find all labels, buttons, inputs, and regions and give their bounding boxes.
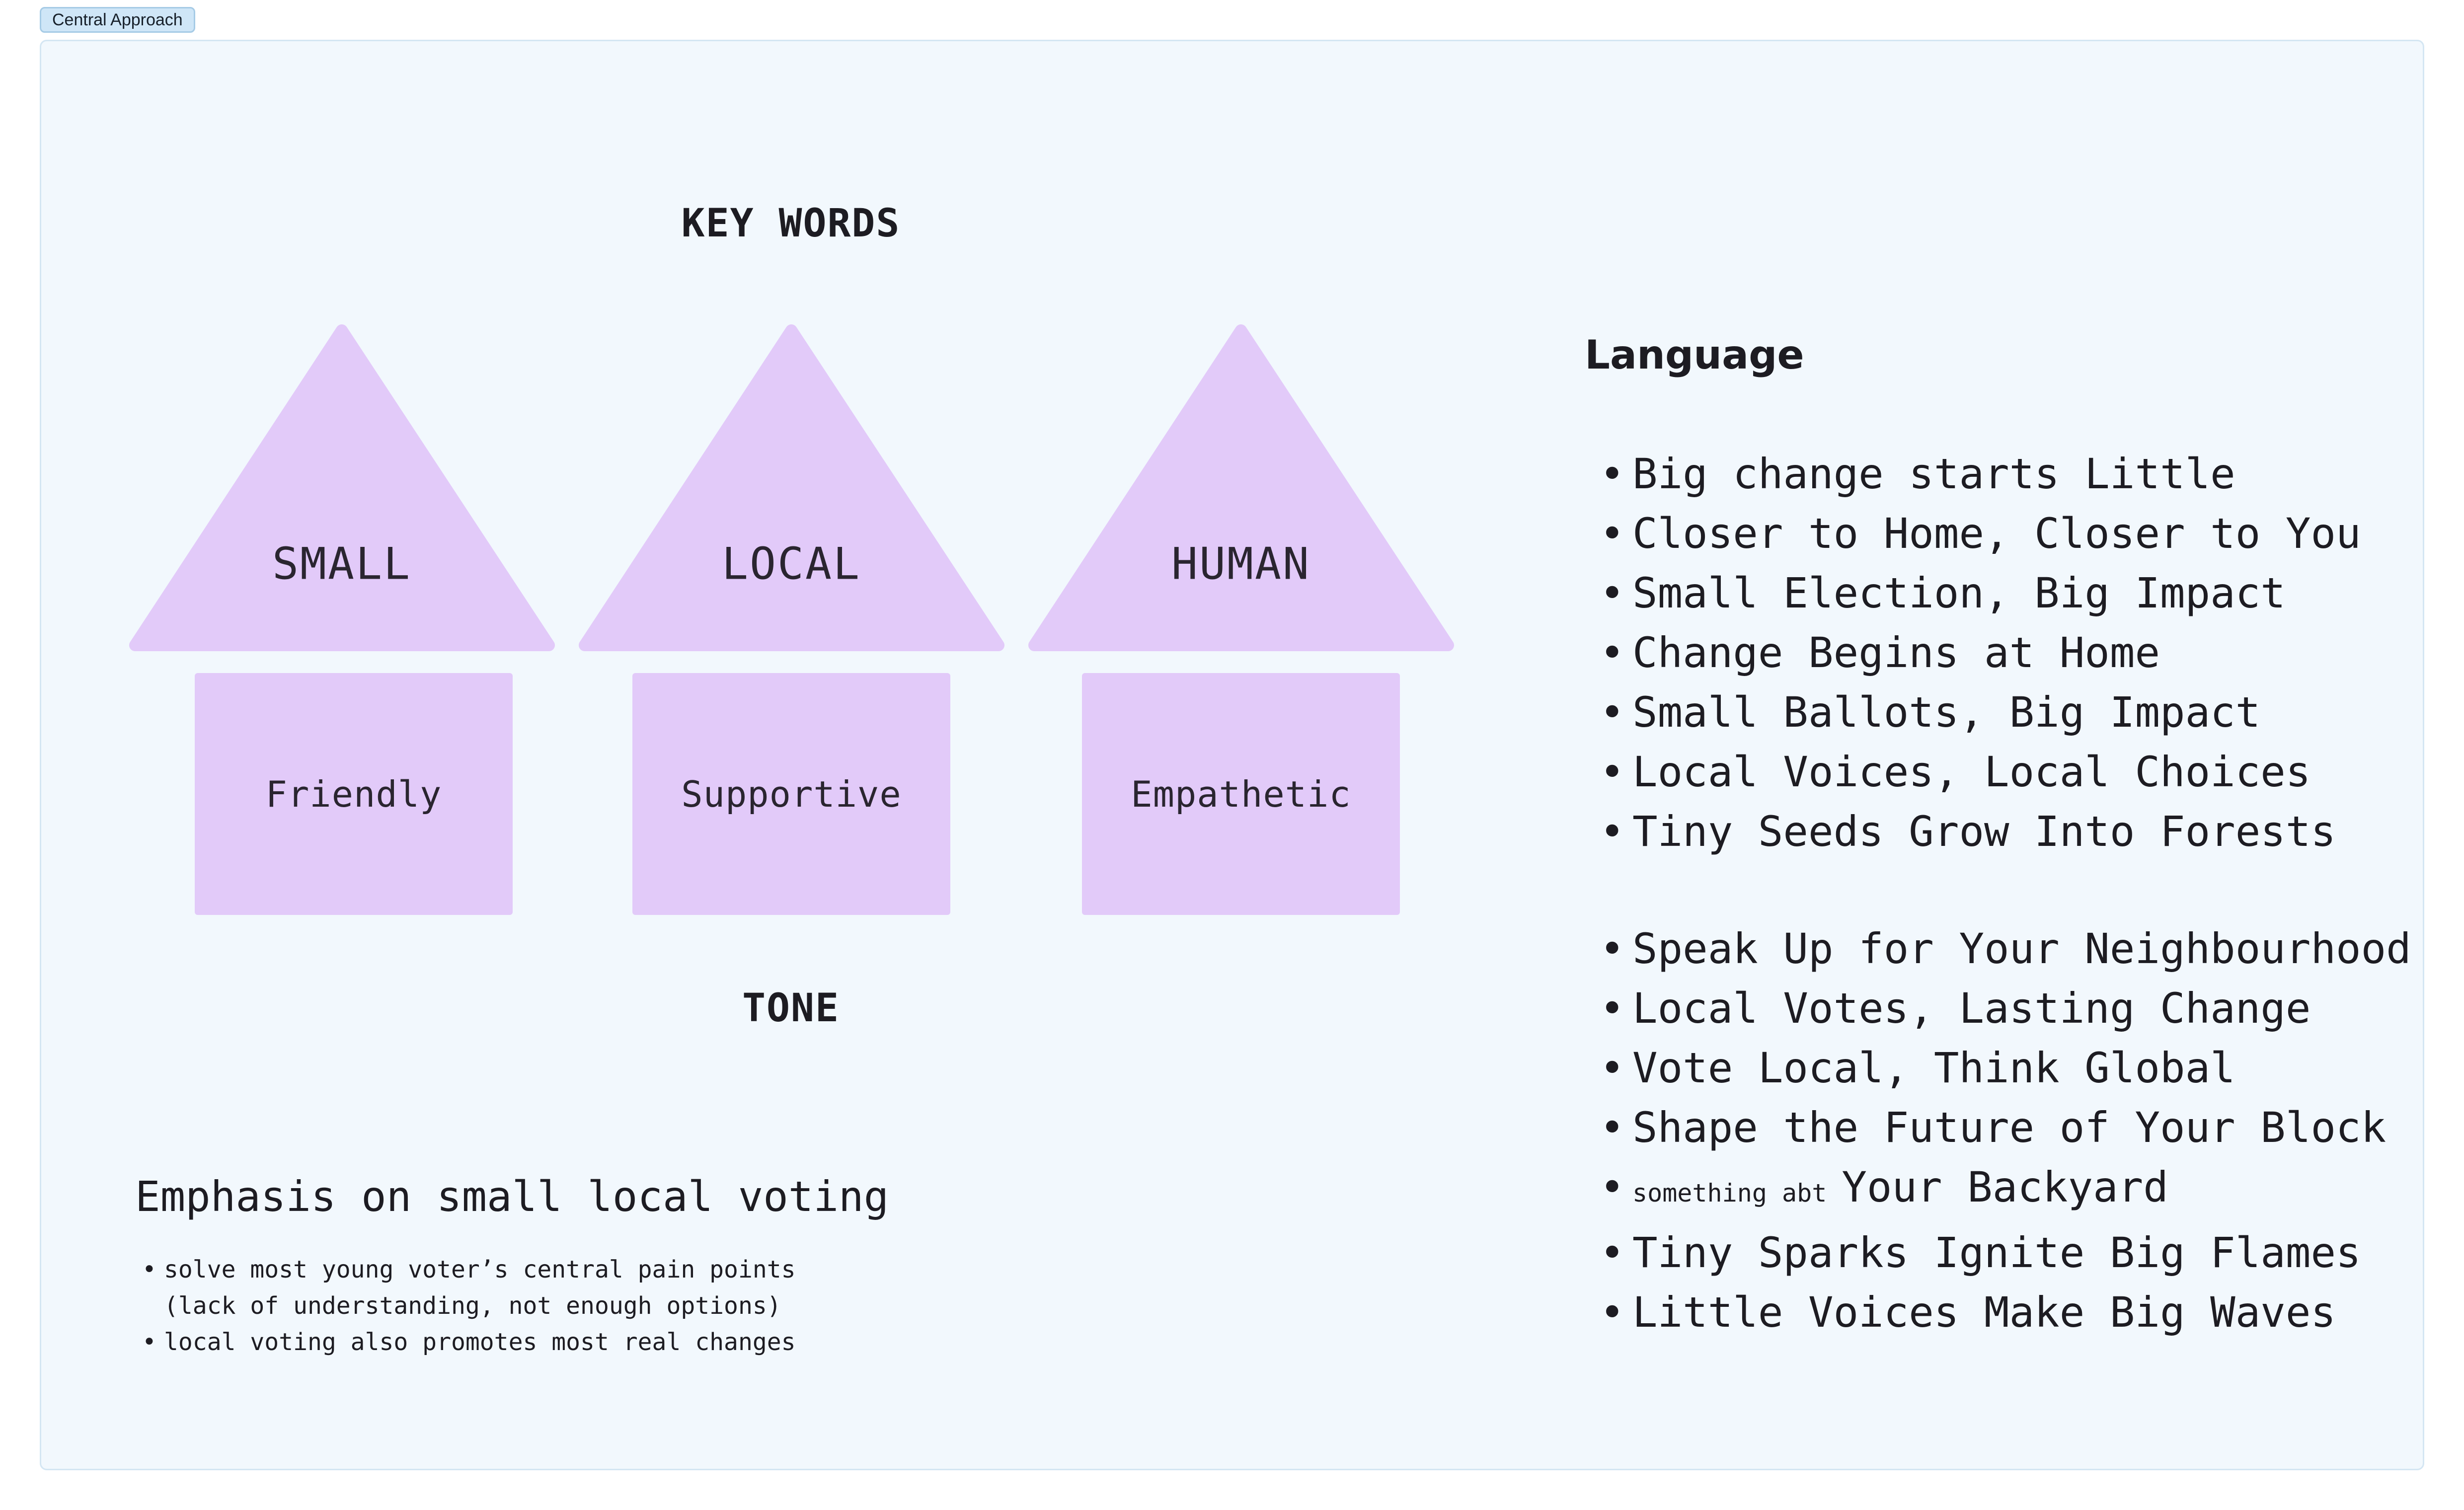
- bullet-icon: •: [142, 1256, 156, 1284]
- language-list-group-2: • Speak Up for Your Neighbourhood • Loca…: [1600, 919, 2411, 1342]
- language-item: • Closer to Home, Closer to You: [1600, 504, 2361, 563]
- tone-box-supportive: Supportive: [632, 673, 950, 915]
- language-item-text: Tiny Seeds Grow Into Forests: [1632, 807, 2336, 856]
- triangle-human: [1028, 324, 1454, 651]
- language-item-text: Little Voices Make Big Waves: [1632, 1288, 2336, 1337]
- emphasis-point-text: local voting also promotes most real cha…: [164, 1328, 796, 1356]
- bullet-icon: •: [1600, 748, 1625, 796]
- language-item-text: Change Begins at Home: [1632, 628, 2160, 677]
- language-title: Language: [1585, 332, 1804, 378]
- language-item: • Local Voices, Local Choices: [1600, 742, 2361, 802]
- tone-box-empathetic: Empathetic: [1082, 673, 1400, 915]
- bullet-icon: •: [1600, 984, 1625, 1033]
- language-item: • Tiny Seeds Grow Into Forests: [1600, 802, 2361, 861]
- language-item-note: something abt: [1632, 1179, 1827, 1208]
- language-item: • Little Voices Make Big Waves: [1600, 1283, 2411, 1342]
- tone-heading: TONE: [742, 986, 840, 1031]
- language-item: • Speak Up for Your Neighbourhood: [1600, 919, 2411, 979]
- frame-label[interactable]: Central Approach: [40, 7, 195, 33]
- language-item: • Shape the Future of Your Block: [1600, 1098, 2411, 1157]
- key-words-heading: KEY WORDS: [681, 201, 901, 246]
- bullet-icon: •: [1600, 807, 1625, 856]
- key-word-human: HUMAN: [1171, 538, 1310, 590]
- bullet-icon: •: [1600, 569, 1625, 617]
- bullet-icon: •: [1600, 924, 1625, 973]
- tone-box-friendly: Friendly: [195, 673, 513, 915]
- emphasis-point-text: solve most young voter’s central pain po…: [164, 1256, 796, 1284]
- key-word-local: LOCAL: [722, 538, 861, 590]
- bullet-icon: •: [1600, 1044, 1625, 1092]
- language-item: • Small Election, Big Impact: [1600, 563, 2361, 623]
- bullet-icon: •: [1600, 1288, 1625, 1337]
- language-item: • Big change starts Little: [1600, 444, 2361, 504]
- language-item: • Tiny Sparks Ignite Big Flames: [1600, 1223, 2411, 1283]
- language-item-text: Local Voices, Local Choices: [1632, 748, 2311, 796]
- emphasis-list: • solve most young voter’s central pain …: [142, 1252, 796, 1360]
- language-item-text: Small Election, Big Impact: [1632, 569, 2286, 617]
- bullet-icon: •: [1600, 1103, 1625, 1152]
- language-item-text: Your Backyard: [1842, 1163, 2168, 1211]
- language-item-text: Local Votes, Lasting Change: [1632, 984, 2311, 1033]
- tone-empathetic: Empathetic: [1131, 773, 1351, 815]
- bullet-icon: •: [1600, 628, 1625, 677]
- language-item: • Vote Local, Think Global: [1600, 1038, 2411, 1098]
- triangle-small: [129, 324, 555, 651]
- language-item-text: Tiny Sparks Ignite Big Flames: [1632, 1228, 2361, 1277]
- tone-friendly: Friendly: [265, 773, 442, 815]
- language-item: • Change Begins at Home: [1600, 623, 2361, 682]
- language-item-text: Vote Local, Think Global: [1632, 1044, 2235, 1092]
- bullet-icon: •: [1600, 688, 1625, 737]
- language-item: • Small Ballots, Big Impact: [1600, 682, 2361, 742]
- emphasis-point-text: (lack of understanding, not enough optio…: [164, 1292, 781, 1320]
- language-item-text: Speak Up for Your Neighbourhood: [1632, 924, 2411, 973]
- emphasis-point: • solve most young voter’s central pain …: [142, 1252, 796, 1288]
- bullet-icon: •: [1600, 509, 1625, 558]
- language-item-text: Shape the Future of Your Block: [1632, 1103, 2387, 1152]
- bullet-icon: •: [142, 1328, 156, 1356]
- emphasis-point-continuation: (lack of understanding, not enough optio…: [142, 1288, 796, 1324]
- language-item-text: Small Ballots, Big Impact: [1632, 688, 2261, 737]
- tone-supportive: Supportive: [681, 773, 902, 815]
- triangle-local: [579, 324, 1004, 651]
- bullet-icon: •: [1600, 450, 1625, 498]
- emphasis-title: Emphasis on small local voting: [135, 1172, 889, 1221]
- language-item-text: Closer to Home, Closer to You: [1632, 509, 2361, 558]
- bullet-icon: •: [1600, 1228, 1625, 1277]
- bullet-icon: •: [1600, 1163, 1625, 1211]
- key-word-small: SMALL: [272, 538, 411, 590]
- emphasis-point: • local voting also promotes most real c…: [142, 1324, 796, 1360]
- language-list-group-1: • Big change starts Little • Closer to H…: [1600, 444, 2361, 861]
- language-item-text: Big change starts Little: [1632, 450, 2235, 498]
- language-item: • Local Votes, Lasting Change: [1600, 979, 2411, 1038]
- language-item-backyard: • something abt Your Backyard: [1600, 1157, 2411, 1223]
